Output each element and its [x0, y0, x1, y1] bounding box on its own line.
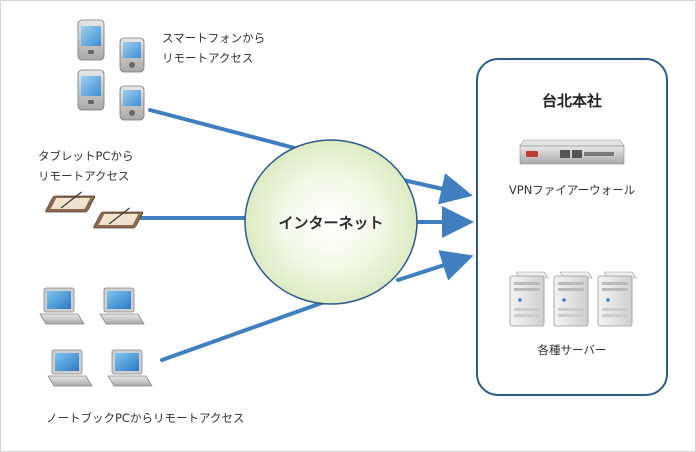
firewall-label: VPNファイアーウォール	[508, 183, 636, 197]
smartphone-icon	[119, 37, 145, 73]
notebook-icon	[39, 287, 85, 325]
smartphone-icon	[119, 85, 145, 121]
notebook-connection	[160, 298, 332, 362]
smartphone-label-line1: スマートフォンから	[162, 31, 266, 45]
smartphone-icon	[77, 19, 105, 61]
tablet-label-line1: タブレットPCから	[38, 149, 134, 163]
headquarters-box	[476, 58, 668, 396]
notebook-icons	[39, 287, 153, 387]
smartphone-connection	[148, 108, 312, 154]
firewall-appliance-icon	[519, 139, 625, 165]
server-icon	[509, 271, 549, 327]
tablet-icons	[45, 191, 144, 229]
smartphone-icon	[77, 69, 105, 111]
arrow-to-hq-bottom	[396, 250, 474, 282]
internet-cloud	[244, 139, 418, 305]
arrow-to-hq-top	[401, 173, 473, 205]
tablet-icon	[93, 207, 144, 229]
server-icon	[553, 271, 593, 327]
notebook-icon	[47, 349, 93, 387]
servers-label: 各種サーバー	[537, 343, 607, 357]
headquarters-title: 台北本社	[541, 92, 602, 110]
notebook-icon	[107, 349, 153, 387]
smartphone-label-line2: リモートアクセス	[162, 51, 254, 65]
notebook-icon	[99, 287, 145, 325]
smartphone-icons	[77, 19, 145, 121]
internet-label: インターネット	[278, 214, 384, 232]
notebook-label: ノートブックPCからリモートアクセス	[46, 411, 245, 425]
connection-lines	[130, 108, 474, 362]
server-icons	[509, 271, 637, 327]
server-icon	[597, 271, 637, 327]
tablet-icon	[45, 191, 96, 213]
tablet-label-line2: リモートアクセス	[38, 169, 130, 183]
